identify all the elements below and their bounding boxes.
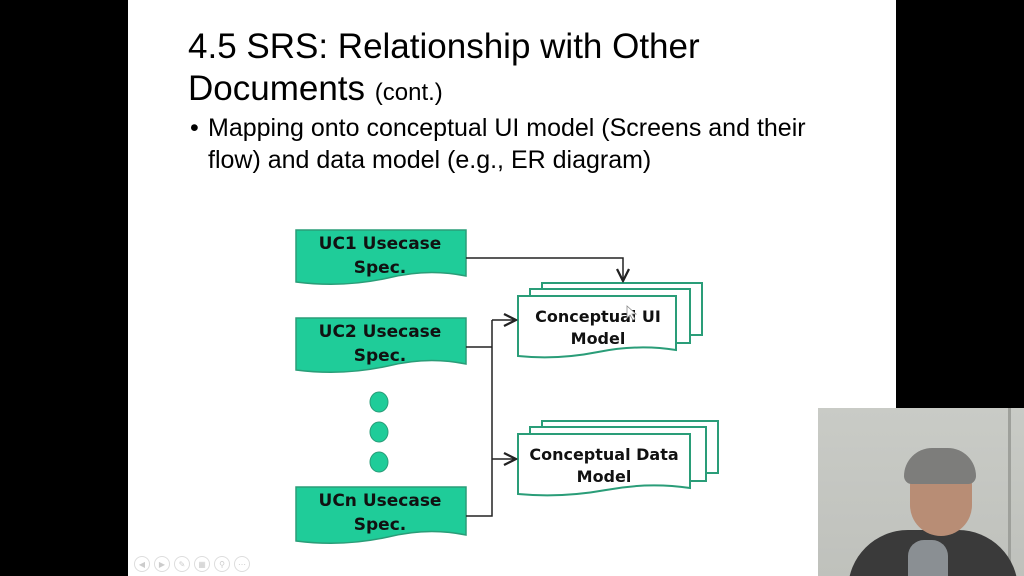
presenter-hair	[904, 448, 976, 484]
source-doc-uc2-line2: Spec.	[354, 346, 406, 366]
source-doc-uc1-line1: UC1 Usecase	[319, 234, 442, 254]
mouse-cursor-icon	[626, 305, 638, 321]
ellipsis-dot	[369, 451, 389, 473]
presenter-shirt	[908, 540, 948, 576]
target-doc-data-line1: Conceptual Data	[529, 445, 678, 464]
source-doc-ucn-line1: UCn Usecase	[319, 491, 442, 511]
source-doc-uc2-line1: UC2 Usecase	[319, 322, 442, 342]
connector-ucn-bus	[466, 320, 493, 517]
bullet-item: • Mapping onto conceptual UI model (Scre…	[190, 112, 830, 176]
title-line-2: Documents	[188, 69, 366, 108]
source-doc-ucn: UCn Usecase Spec.	[295, 486, 467, 544]
ellipsis-dots	[369, 391, 389, 473]
presenter-webcam	[818, 408, 1024, 576]
source-doc-ucn-line2: Spec.	[354, 515, 406, 535]
target-doc-data-line2: Model	[577, 467, 632, 486]
pen-icon[interactable]: ✎	[174, 556, 190, 572]
player-controls: ◀ ▶ ✎ ▦ ⚲ ⋯	[128, 556, 250, 576]
slide-title: 4.5 SRS: Relationship with Other Documen…	[188, 26, 888, 114]
title-line-1: 4.5 SRS: Relationship with Other	[188, 27, 700, 66]
wall-edge	[1008, 408, 1011, 576]
target-doc-ui-line2: Model	[571, 329, 626, 348]
next-icon[interactable]: ▶	[154, 556, 170, 572]
source-doc-uc1-line2: Spec.	[354, 258, 406, 278]
arrow-uc1-to-ui-model	[466, 257, 623, 281]
more-icon[interactable]: ⋯	[234, 556, 250, 572]
target-doc-ui-line1: Conceptual UI	[535, 307, 661, 326]
ellipsis-dot	[369, 421, 389, 443]
target-doc-data-model: Conceptual Data Model	[517, 420, 719, 497]
bullet-text: Mapping onto conceptual UI model (Screen…	[208, 114, 806, 174]
slide: 4.5 SRS: Relationship with Other Documen…	[128, 0, 896, 576]
zoom-icon[interactable]: ⚲	[214, 556, 230, 572]
target-doc-ui-model: Conceptual UI Model	[517, 282, 703, 359]
title-suffix: (cont.)	[374, 79, 443, 106]
menu-icon[interactable]: ▦	[194, 556, 210, 572]
bullet-marker: •	[190, 114, 199, 142]
source-doc-uc1: UC1 Usecase Spec.	[295, 229, 467, 285]
ellipsis-dot	[369, 391, 389, 413]
mapping-diagram: UC1 Usecase Spec. UC2 Usecase Spec. UCn …	[295, 229, 719, 544]
source-doc-uc2: UC2 Usecase Spec.	[295, 317, 467, 373]
previous-icon[interactable]: ◀	[134, 556, 150, 572]
